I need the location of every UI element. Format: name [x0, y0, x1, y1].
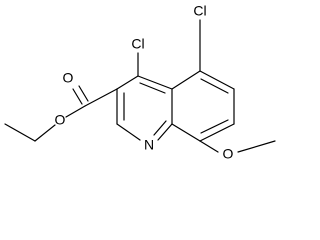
- bond-c5-c6: [199, 70, 235, 90]
- chlorine-label-c5: Cl: [193, 3, 206, 19]
- bond-ccarbonyl-o-ester: [65, 105, 86, 118]
- bond-ccarbonyl-o-double-a: [72, 88, 83, 105]
- bond-c2-n1: [116, 123, 141, 141]
- bond-ethyl-ch2-ch3: [4, 123, 36, 142]
- bond-c3-ccarbonyl: [84, 88, 118, 107]
- bond-c7-c8: [199, 123, 235, 142]
- bond-c8-c8a: [171, 123, 201, 142]
- ester-oxygen-label: O: [55, 112, 66, 128]
- bond-ccarbonyl-o-double-b: [78, 85, 89, 102]
- bond-o-methyl: [237, 140, 276, 153]
- bond-n1-c8a-inner: [153, 120, 167, 136]
- chemical-structure: Cl Cl O O N O: [4, 3, 276, 162]
- bond-c4a-c5: [171, 70, 201, 90]
- methoxy-oxygen-label: O: [223, 146, 234, 162]
- carbonyl-oxygen-label: O: [63, 70, 74, 86]
- bond-c4-c3: [116, 75, 139, 90]
- chlorine-label-c4: Cl: [131, 36, 144, 52]
- bond-c4a-c4: [137, 75, 173, 90]
- bond-c7-c8-inner: [200, 119, 229, 134]
- bond-c4a-c4-inner: [139, 82, 166, 94]
- bond-n1-c8a: [157, 123, 173, 141]
- bond-c8-o-methoxy: [199, 140, 219, 153]
- bond-c5-c6-inner: [200, 78, 229, 94]
- bond-o-ethyl-ch2: [34, 124, 56, 142]
- ring-nitrogen-label: N: [144, 137, 154, 153]
